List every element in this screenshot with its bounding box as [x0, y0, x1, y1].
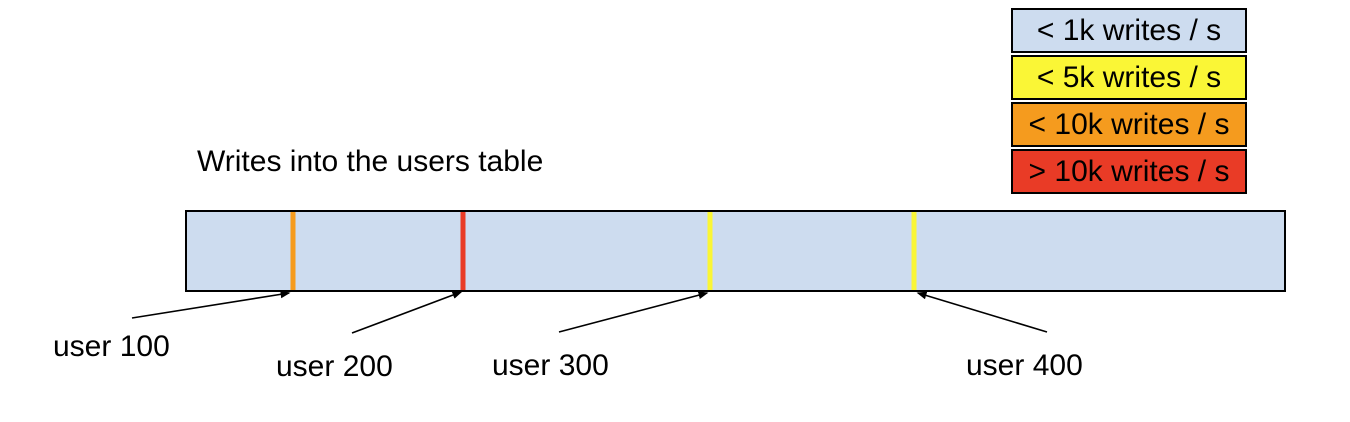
write-rate-marker-user-200 — [460, 212, 466, 290]
callout-label-user-100: user 100 — [53, 330, 170, 363]
legend-item-label: < 1k writes / s — [1036, 13, 1222, 47]
callout-label-user-200: user 200 — [276, 350, 393, 383]
write-rate-marker-user-400 — [911, 212, 917, 290]
arrow-user-200 — [351, 291, 463, 334]
legend-item-label: > 10k writes / s — [1028, 154, 1230, 188]
legend-item-lt-10k: < 10k writes / s — [1011, 102, 1247, 147]
arrow-user-100 — [131, 290, 291, 319]
write-rate-legend: < 1k writes / s < 5k writes / s < 10k wr… — [1011, 8, 1247, 196]
legend-item-lt-5k: < 5k writes / s — [1011, 55, 1247, 100]
arrow-user-400 — [916, 291, 1048, 333]
diagram-title: Writes into the users table — [197, 145, 544, 178]
write-rate-marker-user-100 — [290, 212, 296, 290]
arrow-user-300 — [558, 291, 709, 333]
legend-item-lt-1k: < 1k writes / s — [1011, 8, 1247, 53]
legend-item-label: < 10k writes / s — [1028, 107, 1230, 141]
write-rate-marker-user-300 — [707, 212, 713, 290]
legend-item-gt-10k: > 10k writes / s — [1011, 149, 1247, 194]
callout-label-user-400: user 400 — [966, 349, 1083, 382]
callout-label-user-300: user 300 — [492, 349, 609, 382]
users-table-keyspace-bar — [185, 210, 1286, 292]
legend-item-label: < 5k writes / s — [1036, 60, 1222, 94]
